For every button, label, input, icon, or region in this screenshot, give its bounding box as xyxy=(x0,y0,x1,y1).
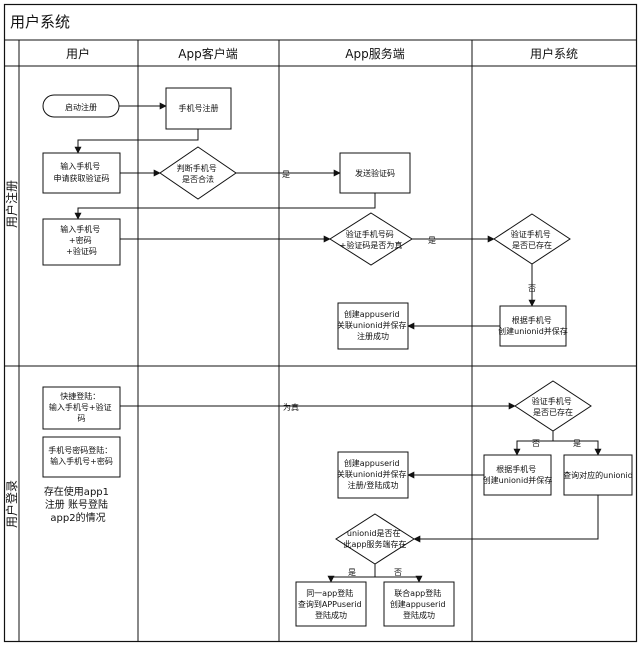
edge-check-exists-yes-to-query xyxy=(553,440,602,456)
joint-app-login-text: 联合app登陆 创建appuserid 登陆成功 xyxy=(390,588,448,620)
create-by-phone-reg-text: 根据手机号 创建unionid并保存 xyxy=(498,315,568,336)
edge-send-code-to-input-pwd xyxy=(74,193,376,220)
note-app1-app2: 存在使用app1 注册 账号登陆 app2的情况 xyxy=(44,485,112,524)
create-appuserid-reg-text: 创建appuserid 关联unionid并保存 注册成功 xyxy=(337,309,409,341)
check-phone-exists-reg-text: 验证手机号 是否已存在 xyxy=(511,229,554,250)
diagram-title: 用户系统 xyxy=(10,13,70,31)
label-yes-valid: 是 xyxy=(282,170,290,179)
lane-header-user-system: 用户系统 xyxy=(530,46,578,61)
lane-header-app-server: App服务端 xyxy=(345,46,404,61)
label-yes-login: 是 xyxy=(573,439,581,448)
label-yes-unionid: 是 xyxy=(348,568,356,577)
label-no-login: 否 xyxy=(532,439,540,448)
create-appuserid-reg-node xyxy=(337,302,409,350)
pwd-login-node xyxy=(42,436,121,478)
section-label-register: 用户注册 xyxy=(4,180,19,228)
edge-phone-register-to-input xyxy=(74,129,199,154)
joint-app-login-node xyxy=(383,581,455,627)
lane-header-app-client: App客户端 xyxy=(178,46,237,61)
edge-check-unionid-no xyxy=(375,575,423,583)
input-phone-pwd-code-node xyxy=(42,218,121,266)
label-no-unionid: 否 xyxy=(394,568,402,577)
section-label-login: 用户登录 xyxy=(4,480,19,528)
quick-login-node xyxy=(42,386,121,430)
input-phone-get-code-node xyxy=(42,152,121,194)
outer-frame xyxy=(3,3,638,643)
create-appuserid-login-node xyxy=(337,451,409,499)
edge-check-exists-no-to-create xyxy=(513,431,554,456)
pwd-login-text: 手机号密码登陆： 输入手机号+密码 xyxy=(48,445,115,466)
start-register-text: 启动注册 xyxy=(65,102,97,112)
create-appuserid-login-text: 创建appuserid 关联unionid并保存 注册/登陆成功 xyxy=(337,458,409,490)
label-no-reg: 否 xyxy=(528,284,536,293)
check-unionid-app-decision xyxy=(335,513,415,565)
create-by-phone-login-text: 根据手机号 创建unionid并保存 xyxy=(483,464,553,485)
send-code-text: 发送验证码 xyxy=(355,168,395,178)
input-phone-get-code-text: 输入手机号 申请获取验证码 xyxy=(54,161,110,183)
query-unionid-text: 查询对应的unionid xyxy=(563,470,633,480)
verify-code-server-decision xyxy=(329,212,413,266)
check-phone-exists-login-decision xyxy=(514,380,592,432)
same-app-login-node xyxy=(295,581,367,627)
lane-header-user: 用户 xyxy=(66,46,90,61)
create-by-phone-reg-node xyxy=(499,305,567,347)
check-phone-valid-decision xyxy=(159,146,237,200)
verify-code-server-text: 验证手机号码 +验证码是否为真 xyxy=(340,229,403,250)
edge-check-unionid-yes xyxy=(327,564,376,583)
create-by-phone-login-node xyxy=(483,454,552,496)
quick-login-text: 快捷登陆： 输入手机号+验证 码 xyxy=(49,391,114,423)
edge-query-to-check-unionid xyxy=(413,495,599,543)
same-app-login-text: 同一app登陆 查询到APPuserid 登陆成功 xyxy=(298,588,364,620)
phone-register-text: 手机号注册 xyxy=(179,103,219,113)
label-yes-verify: 是 xyxy=(428,236,436,245)
check-phone-exists-reg-decision xyxy=(493,213,571,265)
check-unionid-app-text: unionid是否在 此app服务端存在 xyxy=(343,528,406,549)
label-is-true: 为真 xyxy=(283,402,299,412)
check-phone-exists-login-text: 验证手机号 是否已存在 xyxy=(532,396,575,417)
check-phone-valid-text: 判断手机号 是否合法 xyxy=(177,163,220,184)
phone-register-node xyxy=(165,87,232,130)
input-phone-pwd-code-text: 输入手机号 +密码 +验证码 xyxy=(60,224,103,256)
